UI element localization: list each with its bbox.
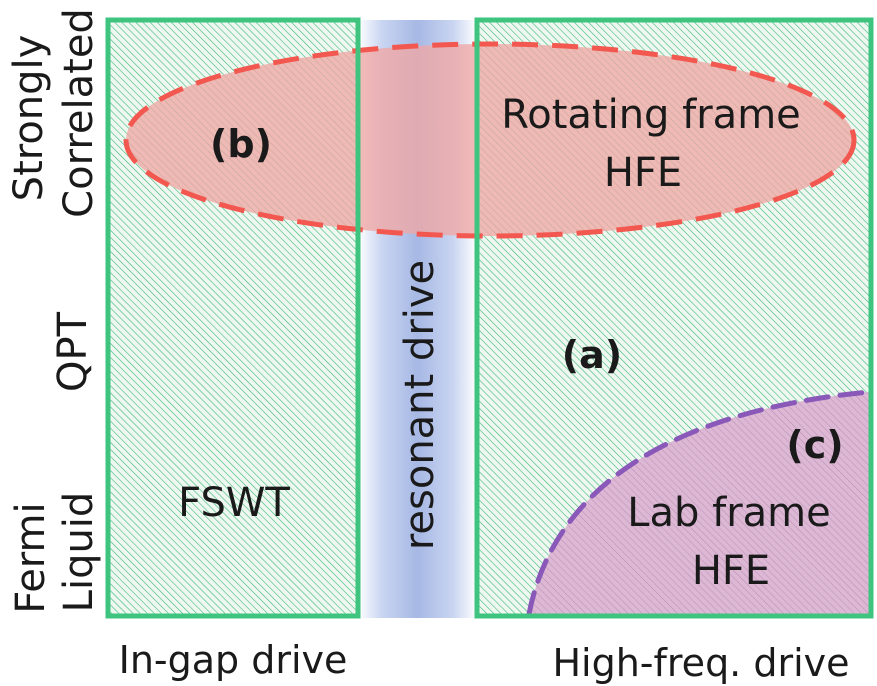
in-gap-box (105, 17, 361, 619)
y-label-correlated: Correlated (56, 8, 102, 218)
region-a-tag: (a) (562, 333, 622, 377)
strongly-correlated-ellipse (123, 41, 857, 239)
rotating-frame-line2: HFE (604, 150, 682, 196)
lab-frame-line1: Lab frame (627, 490, 831, 536)
lab-frame-region (529, 392, 869, 614)
region-c-tag: (c) (786, 423, 843, 467)
region-b-tag: (b) (210, 122, 272, 166)
y-label-fermi: Fermi (8, 502, 54, 613)
high-freq-box (474, 17, 874, 619)
fswt-label: FSWT (178, 480, 290, 526)
lab-frame-line2: HFE (692, 548, 770, 594)
y-label-strongly: Strongly (6, 35, 52, 202)
resonant-drive-label: resonant drive (397, 260, 443, 550)
x-label-in-gap: In-gap drive (119, 638, 348, 682)
y-label-qpt: QPT (50, 311, 96, 392)
x-label-high-freq: High-freq. drive (552, 641, 849, 685)
lab-frame-boundary (526, 389, 872, 617)
rotating-frame-line1: Rotating frame (501, 92, 801, 138)
y-label-liquid: Liquid (56, 492, 102, 613)
